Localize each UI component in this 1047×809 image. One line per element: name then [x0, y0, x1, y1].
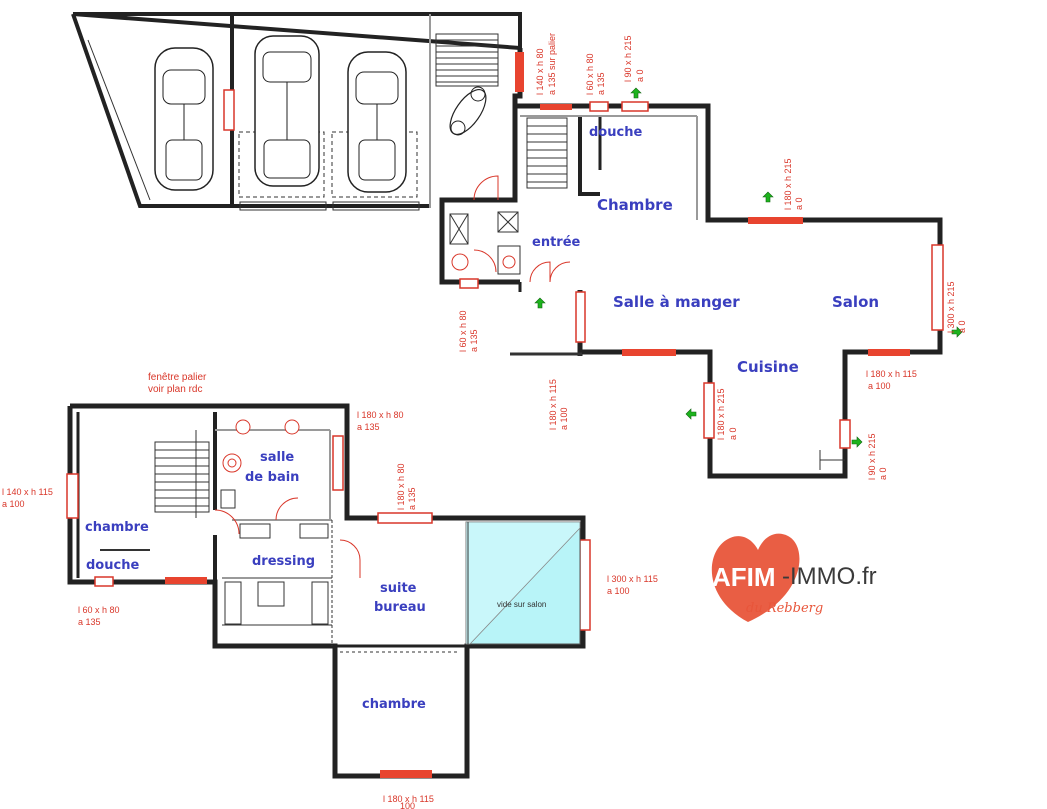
- dim-14b: a 135: [78, 617, 101, 627]
- bathroom-fixtures: [214, 419, 361, 625]
- label-chambre-top: Chambre: [597, 196, 673, 214]
- label-de-bain: de bain: [245, 470, 299, 485]
- label-salon: Salon: [832, 293, 879, 311]
- dim-9a: l 180 x h 215: [716, 388, 726, 440]
- dim-6a: l 60 x h 80: [458, 310, 468, 352]
- window-vide: [579, 539, 591, 631]
- dim-11a: l 180 x h 80: [357, 410, 404, 420]
- window-entry-stair: [515, 52, 524, 92]
- dim-12a: l 180 x h 80: [396, 463, 406, 510]
- window-salle-a-manger: [622, 349, 676, 356]
- window-douche: [540, 104, 572, 110]
- arrow-right-icon: [951, 326, 963, 338]
- window-cuisine: [703, 382, 715, 439]
- arrow-up-icon: [762, 191, 774, 203]
- label-salle: salle: [260, 450, 294, 465]
- dim-10b: a 0: [878, 467, 888, 480]
- window-chambre: [748, 217, 803, 224]
- vide-reflection: [465, 521, 581, 645]
- window-suite: [377, 512, 433, 524]
- label-entree: entrée: [532, 235, 581, 250]
- window-salon: [931, 244, 944, 331]
- motorcycle-icon: [449, 86, 487, 136]
- label-bureau: bureau: [374, 600, 426, 615]
- label-vide-sur-salon: vide sur salon: [497, 600, 546, 609]
- dim-4b: a 0: [794, 197, 804, 210]
- car-1: [154, 47, 214, 191]
- label-dressing: dressing: [252, 554, 315, 569]
- dim-1a: l 140 x h 80: [535, 48, 545, 95]
- arrow-up-icon: [534, 297, 546, 309]
- window-cuisine-right: [839, 419, 851, 449]
- car-2: [254, 35, 320, 187]
- window-salle-side: [575, 291, 586, 343]
- upper-stairs: [154, 430, 210, 518]
- label-suite: suite: [380, 581, 417, 596]
- dim-5a: l 300 x h 215: [946, 281, 956, 333]
- dim-6b: a 135: [469, 329, 479, 352]
- dim-15b: a 100: [607, 586, 630, 596]
- dim-9b: a 0: [728, 427, 738, 440]
- ground-wc: [449, 175, 571, 283]
- heart-icon: [711, 533, 800, 622]
- garage-stairs: [435, 33, 499, 87]
- garage-window: [223, 89, 235, 131]
- dim-16a: l 180 x h 115: [383, 794, 434, 804]
- arrow-left-icon: [685, 408, 697, 420]
- window-chambre-bottom: [380, 770, 432, 778]
- entry-arrows: [534, 87, 963, 448]
- dim-8a: l 180 x h 115: [866, 369, 917, 379]
- label-cuisine: Cuisine: [737, 358, 799, 376]
- note-voir-plan: voir plan rdc: [148, 384, 202, 395]
- window-douche-left: [94, 576, 114, 587]
- window-chambre-left: [66, 473, 79, 519]
- window-salon-bottom: [868, 349, 910, 356]
- dim-14a: l 60 x h 80: [78, 605, 120, 615]
- dim-13b: a 100: [2, 499, 25, 509]
- dim-13a: l 140 x h 115: [2, 487, 53, 497]
- window-small-top: [589, 101, 609, 112]
- dim-15a: l 300 x h 115: [607, 574, 658, 584]
- dim-4a: l 180 x h 215: [783, 158, 793, 210]
- dim-3b: a 0: [635, 69, 645, 82]
- dim-10a: l 90 x h 215: [867, 433, 877, 480]
- dim-2b: a 135: [596, 72, 606, 95]
- dimension-labels: l 140 x h 80 a 135 sur palier l 60 x h 8…: [2, 33, 967, 809]
- dim-2a: l 60 x h 80: [585, 53, 595, 95]
- logo-brand-a: AFIM: [712, 562, 776, 592]
- garage: [71, 12, 522, 211]
- dim-16b: 100: [400, 801, 415, 809]
- label-chambre-bottom: chambre: [362, 697, 426, 712]
- upper-floor-walls: [67, 403, 586, 779]
- dim-1b: a 135 sur palier: [547, 33, 557, 95]
- label-douche-top: douche: [589, 125, 642, 140]
- note-fenetre-palier: fenêtre palier: [148, 372, 207, 383]
- brand-logo: AFIM -IMMO.fr du Rebberg: [711, 533, 877, 622]
- dim-5b: a 0: [957, 320, 967, 333]
- upper-windows: [66, 435, 591, 778]
- window-chambre-top: [621, 101, 649, 112]
- window-salle-de-bain: [332, 435, 344, 491]
- dim-11b: a 135: [357, 422, 380, 432]
- dim-7a: l 180 x h 115: [548, 379, 558, 430]
- ground-windows: [459, 52, 944, 449]
- label-salle-a-manger: Salle à manger: [613, 293, 740, 311]
- label-chambre-left: chambre: [85, 520, 149, 535]
- entry-stairs: [526, 117, 568, 189]
- dim-8b: a 100: [868, 381, 891, 391]
- dim-3a: l 90 x h 215: [623, 35, 633, 82]
- label-douche-left: douche: [86, 558, 139, 573]
- car-3: [347, 51, 407, 193]
- dim-7b: a 100: [559, 407, 569, 430]
- window-wc: [459, 278, 479, 289]
- room-labels: douche Chambre entrée Salle à manger Sal…: [85, 125, 879, 712]
- arrow-right-icon: [851, 436, 863, 448]
- window-palier: [165, 577, 207, 584]
- arrow-up-icon: [630, 87, 642, 99]
- dim-12b: a 135: [407, 487, 417, 510]
- logo-tagline: du Rebberg: [746, 601, 823, 616]
- logo-brand-b: -IMMO.fr: [782, 563, 877, 590]
